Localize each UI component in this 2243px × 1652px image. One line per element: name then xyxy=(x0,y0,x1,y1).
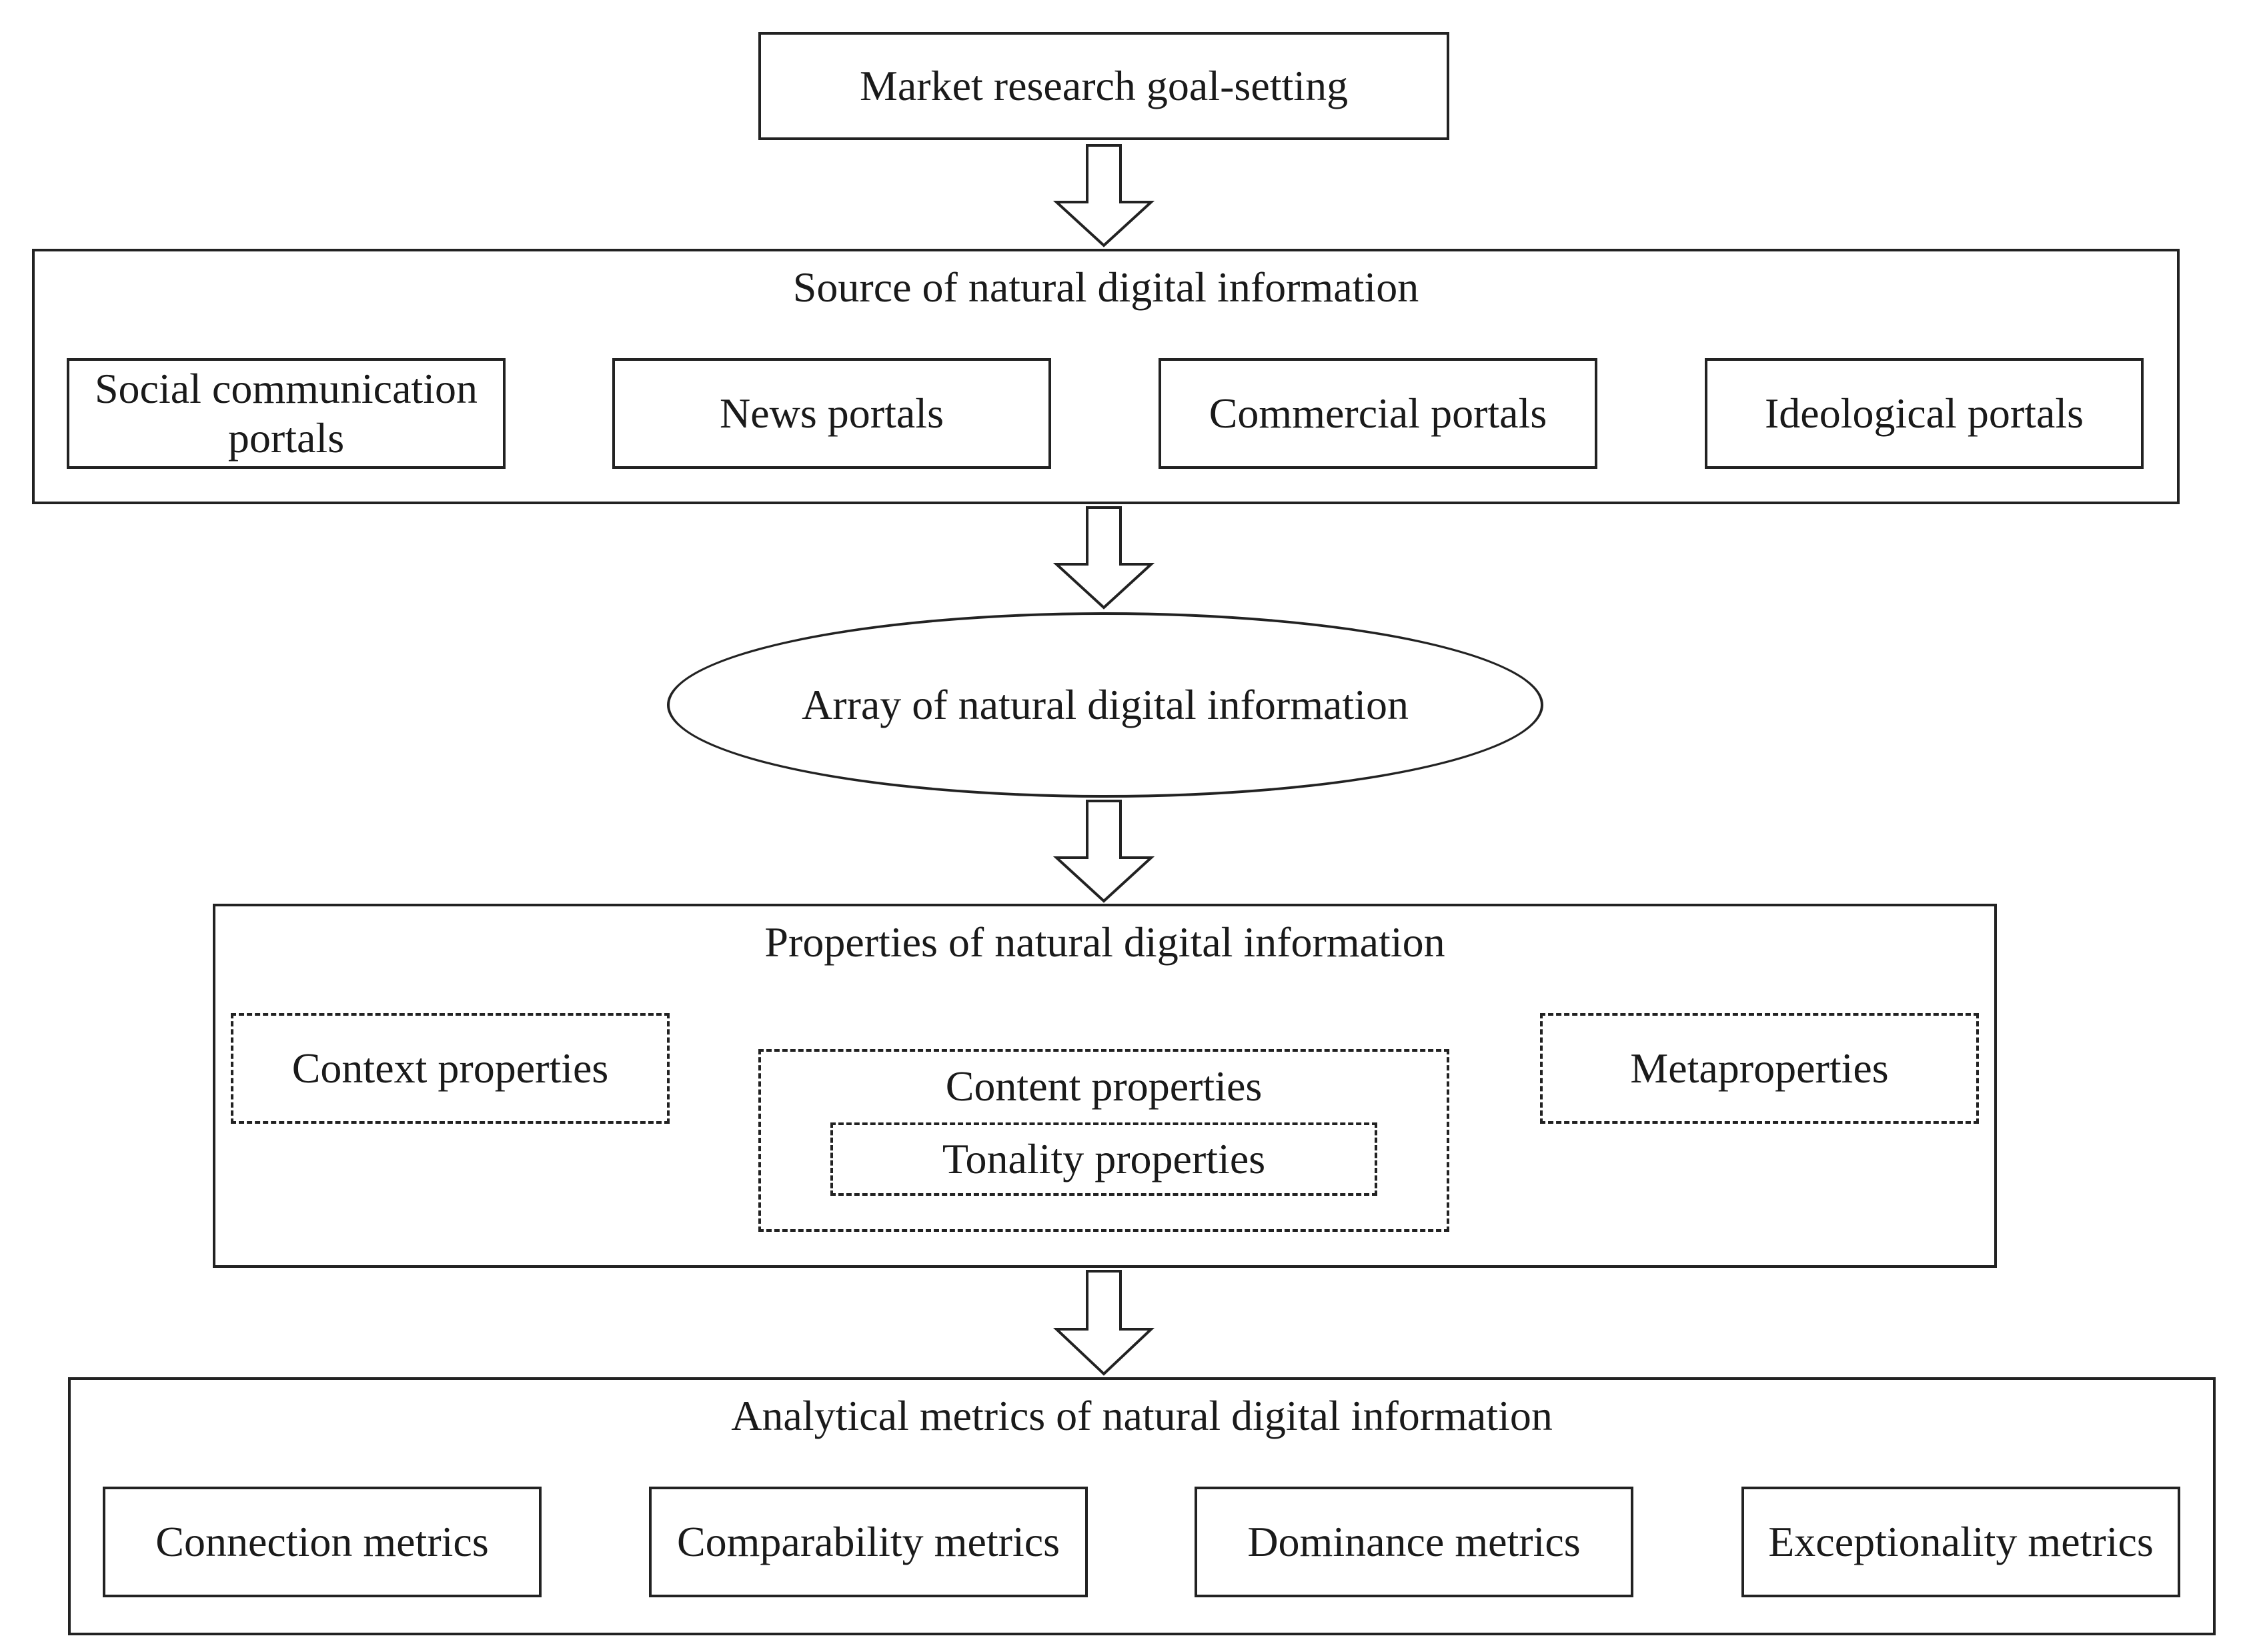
source-item-label: Social communication portals xyxy=(94,365,478,462)
array-ellipse: Array of natural digital information xyxy=(667,612,1543,798)
arrow-down-icon xyxy=(1052,144,1155,247)
tonality-properties-box: Tonality properties xyxy=(830,1122,1377,1196)
metaproperties-box: Metaproperties xyxy=(1540,1013,1979,1124)
tonality-properties-label: Tonality properties xyxy=(942,1135,1266,1183)
metaproperties-label: Metaproperties xyxy=(1630,1044,1889,1092)
properties-title: Properties of natural digital informatio… xyxy=(764,918,1445,966)
source-item-label: Ideological portals xyxy=(1764,389,2084,438)
arrow-down-icon xyxy=(1052,506,1155,610)
metric-item-label: Exceptionality metrics xyxy=(1768,1518,2154,1566)
source-item-label: News portals xyxy=(720,389,944,438)
array-label: Array of natural digital information xyxy=(802,681,1409,729)
context-properties-label: Context properties xyxy=(291,1044,609,1092)
source-item-commercial: Commercial portals xyxy=(1159,358,1597,469)
source-item-ideological: Ideological portals xyxy=(1705,358,2144,469)
goal-box: Market research goal-setting xyxy=(758,32,1449,140)
metric-item-connection: Connection metrics xyxy=(103,1487,542,1597)
metric-item-label: Dominance metrics xyxy=(1247,1518,1581,1566)
metric-item-comparability: Comparability metrics xyxy=(649,1487,1088,1597)
metric-item-label: Comparability metrics xyxy=(676,1518,1060,1566)
metric-item-exceptionality: Exceptionality metrics xyxy=(1741,1487,2180,1597)
source-item-social: Social communication portals xyxy=(67,358,506,469)
arrow-down-icon xyxy=(1052,800,1155,903)
source-item-news: News portals xyxy=(612,358,1051,469)
sources-title: Source of natural digital information xyxy=(792,263,1419,311)
context-properties-box: Context properties xyxy=(231,1013,670,1124)
metric-item-dominance: Dominance metrics xyxy=(1195,1487,1633,1597)
content-properties-label: Content properties xyxy=(945,1062,1263,1110)
source-item-label: Commercial portals xyxy=(1209,389,1547,438)
arrow-down-icon xyxy=(1052,1270,1155,1376)
metric-item-label: Connection metrics xyxy=(155,1518,489,1566)
goal-label: Market research goal-setting xyxy=(859,62,1349,110)
metrics-title: Analytical metrics of natural digital in… xyxy=(731,1392,1553,1439)
